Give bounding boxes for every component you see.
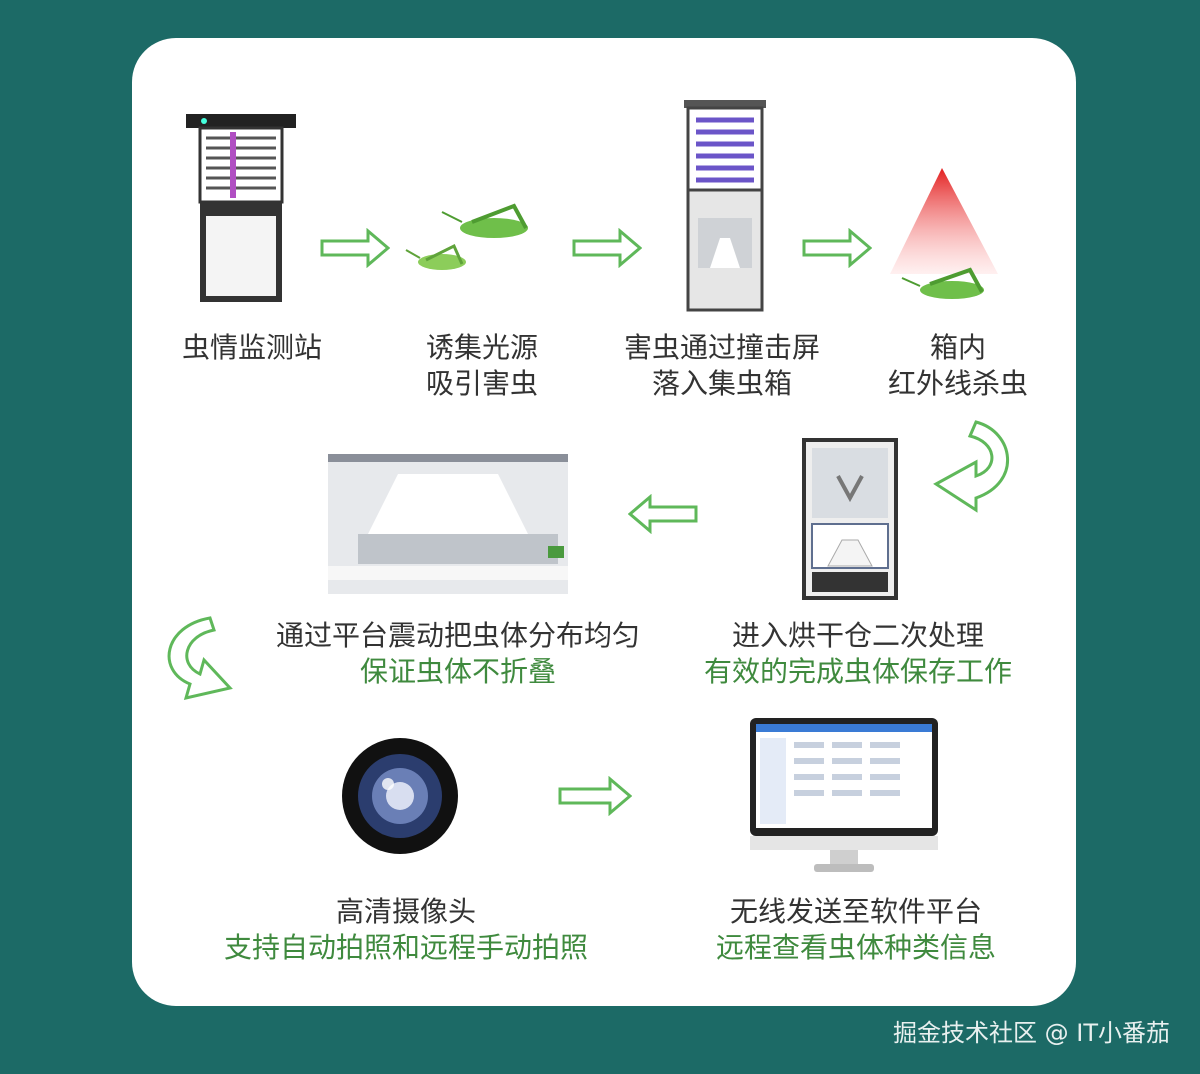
step-label-2: 诱集光源 吸引害虫: [425, 331, 539, 400]
monitoring-station-icon: [186, 114, 296, 302]
step-label-5: 进入烘干仓二次处理 有效的完成虫体保存工作: [703, 619, 1013, 688]
camera-lens-icon: [342, 738, 458, 854]
grasshopper-icon: [405, 203, 528, 270]
step-label-3: 害虫通过撞击屏 落入集虫箱: [623, 331, 821, 400]
curved-arrow-icon: [933, 420, 1009, 513]
arrow-right-icon: [802, 228, 872, 268]
arrow-left-icon: [628, 494, 698, 534]
collection-box-icon: [684, 100, 766, 312]
arrow-right-icon: [320, 228, 390, 268]
step-label-1: 虫情监测站: [181, 331, 323, 364]
monitor-icon: [750, 718, 938, 872]
infrared-kill-icon: [890, 168, 998, 299]
step-label-8: 无线发送至软件平台 远程查看虫体种类信息: [715, 895, 997, 964]
watermark: 掘金技术社区 @ IT小番茄: [893, 1019, 1170, 1047]
step-label-6: 通过平台震动把虫体分布均匀 保证虫体不折叠: [275, 619, 641, 688]
arrow-right-icon: [558, 776, 632, 816]
vibration-platform-icon: [328, 454, 568, 594]
step-label-4: 箱内 红外线杀虫: [887, 331, 1029, 400]
step-label-7: 高清摄像头 支持自动拍照和远程手动拍照: [223, 895, 589, 964]
drying-chamber-icon: [802, 438, 898, 600]
arrow-right-icon: [572, 228, 642, 268]
curved-arrow-icon: [167, 616, 233, 701]
